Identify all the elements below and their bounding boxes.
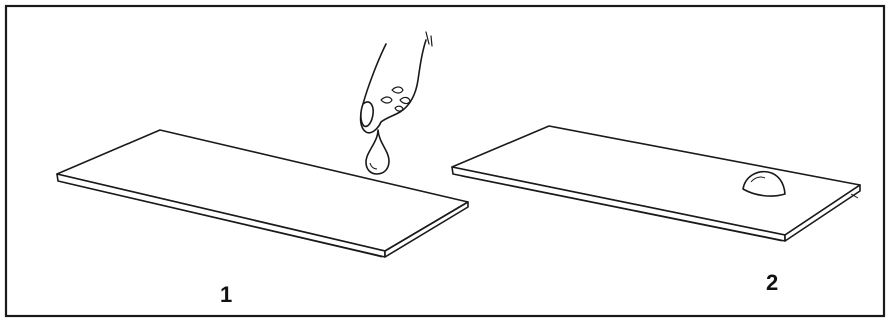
finger-icon <box>361 32 432 133</box>
step-label-1: 1 <box>220 284 232 306</box>
step-label-2: 2 <box>766 272 778 294</box>
slide-1 <box>57 130 468 257</box>
slide-2 <box>452 126 860 241</box>
blood-drop-icon <box>366 130 389 174</box>
